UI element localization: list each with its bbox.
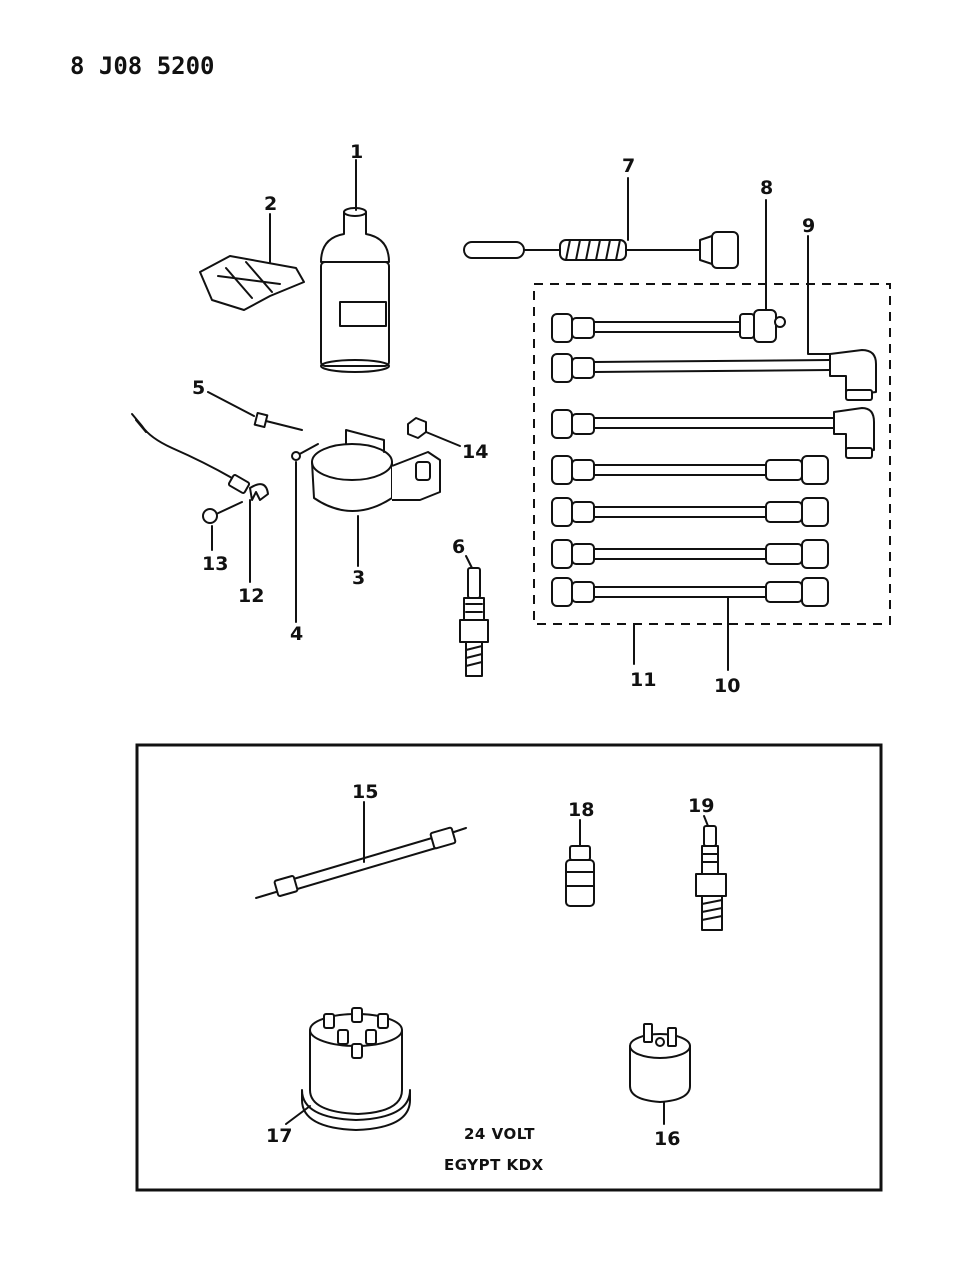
spark-plug-wires xyxy=(551,309,877,607)
cable-15 xyxy=(255,826,467,899)
diagram-code: 8 J08 5200 xyxy=(70,52,215,80)
callout-5: 5 xyxy=(192,377,205,399)
plug-wire-9 xyxy=(551,349,877,401)
screw-4 xyxy=(291,443,319,461)
callout-8: 8 xyxy=(760,177,773,199)
nut-14 xyxy=(407,417,427,439)
ground-wire xyxy=(131,413,269,501)
plug-wire-angled-2 xyxy=(551,407,875,459)
callout-15: 15 xyxy=(352,781,378,803)
plug-wire-straight-3 xyxy=(551,539,829,569)
plug-wire-straight-2 xyxy=(551,497,829,527)
distributor-cap-17 xyxy=(301,1007,411,1131)
plug-wire-10 xyxy=(551,577,829,607)
leader-5 xyxy=(207,391,255,417)
callout-7: 7 xyxy=(622,155,635,177)
leader-17 xyxy=(285,1105,311,1125)
coil-mounting-bracket xyxy=(311,429,441,512)
callout-9: 9 xyxy=(802,215,815,237)
callout-3: 3 xyxy=(352,567,365,589)
inset-box xyxy=(135,743,883,1192)
callout-13: 13 xyxy=(202,553,228,575)
callout-18: 18 xyxy=(568,799,594,821)
inset-note-market: EGYPT KDX xyxy=(444,1156,544,1174)
spark-plug-19 xyxy=(695,825,727,931)
callout-2: 2 xyxy=(264,193,277,215)
callout-19: 19 xyxy=(688,795,714,817)
ignition-coil xyxy=(320,207,390,373)
coil-wire xyxy=(463,231,739,269)
spark-plug-6 xyxy=(459,567,489,677)
callout-12: 12 xyxy=(238,585,264,607)
plug-wire-straight-1 xyxy=(551,455,829,485)
leader-6 xyxy=(465,555,473,569)
bolt-5 xyxy=(253,411,303,431)
callout-11: 11 xyxy=(630,669,656,691)
callout-16: 16 xyxy=(654,1128,680,1150)
callout-1: 1 xyxy=(350,141,363,163)
coil-bracket-cap xyxy=(199,255,305,311)
callout-6: 6 xyxy=(452,536,465,558)
callout-17: 17 xyxy=(266,1125,292,1147)
callout-10: 10 xyxy=(714,675,740,697)
relay-16 xyxy=(629,1023,691,1103)
leader-14 xyxy=(425,431,461,447)
screw-13 xyxy=(202,501,243,524)
wire-set-box xyxy=(533,283,891,625)
sleeve-18 xyxy=(565,845,595,907)
inset-note-voltage: 24 VOLT xyxy=(464,1125,535,1143)
callout-14: 14 xyxy=(462,441,488,463)
callout-4: 4 xyxy=(290,623,303,645)
leader-19 xyxy=(703,815,709,827)
plug-wire-8 xyxy=(551,309,786,343)
leader-9 xyxy=(807,235,831,355)
